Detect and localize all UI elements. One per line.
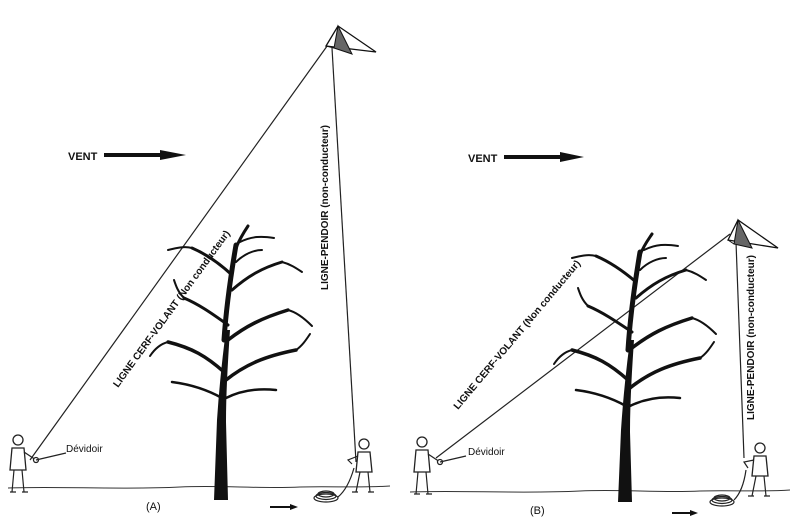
kite-line [29,41,331,461]
reel-label: Dévidoir [468,447,505,458]
panel-b: VENT LIGNE CERF-VOLANT (Non conducteur) … [409,152,791,517]
reel-label: Dévidoir [66,444,103,455]
person-holding-pendant-icon [743,442,770,497]
reel-pointer [35,452,67,461]
ground-line [409,489,791,493]
tree-icon [149,224,313,500]
coiled-line-icon [672,469,747,516]
kite-icon [324,24,377,55]
ground-line [7,485,391,489]
coiled-line-icon [270,467,355,510]
panel-caption: (B) [530,505,545,517]
wind-label: VENT [468,153,498,165]
kite-line-label: LIGNE CERF-VOLANT (Non conducteur) [452,258,583,411]
pendant-line-label: LIGNE-PENDOIR (non-conducteur) [746,255,757,420]
kite-icon [727,218,779,249]
pendant-line-label: LIGNE-PENDOIR (non-conducteur) [320,125,331,290]
pendant-line [735,241,745,459]
wind-arrow-icon [504,152,584,162]
panel-caption: (A) [146,501,161,513]
panel-a: VENT LIGNE CERF-VOLANT (Non conducteur) … [7,24,391,513]
tree-icon [553,232,717,502]
wind-label: VENT [68,151,98,163]
kite-line [435,233,731,459]
person-with-reel-icon [9,434,40,493]
person-holding-pendant-icon [346,438,374,493]
wind-arrow-icon [104,150,186,160]
person-with-reel-icon [413,436,444,495]
pendant-line [331,47,357,463]
reel-pointer [439,455,467,463]
